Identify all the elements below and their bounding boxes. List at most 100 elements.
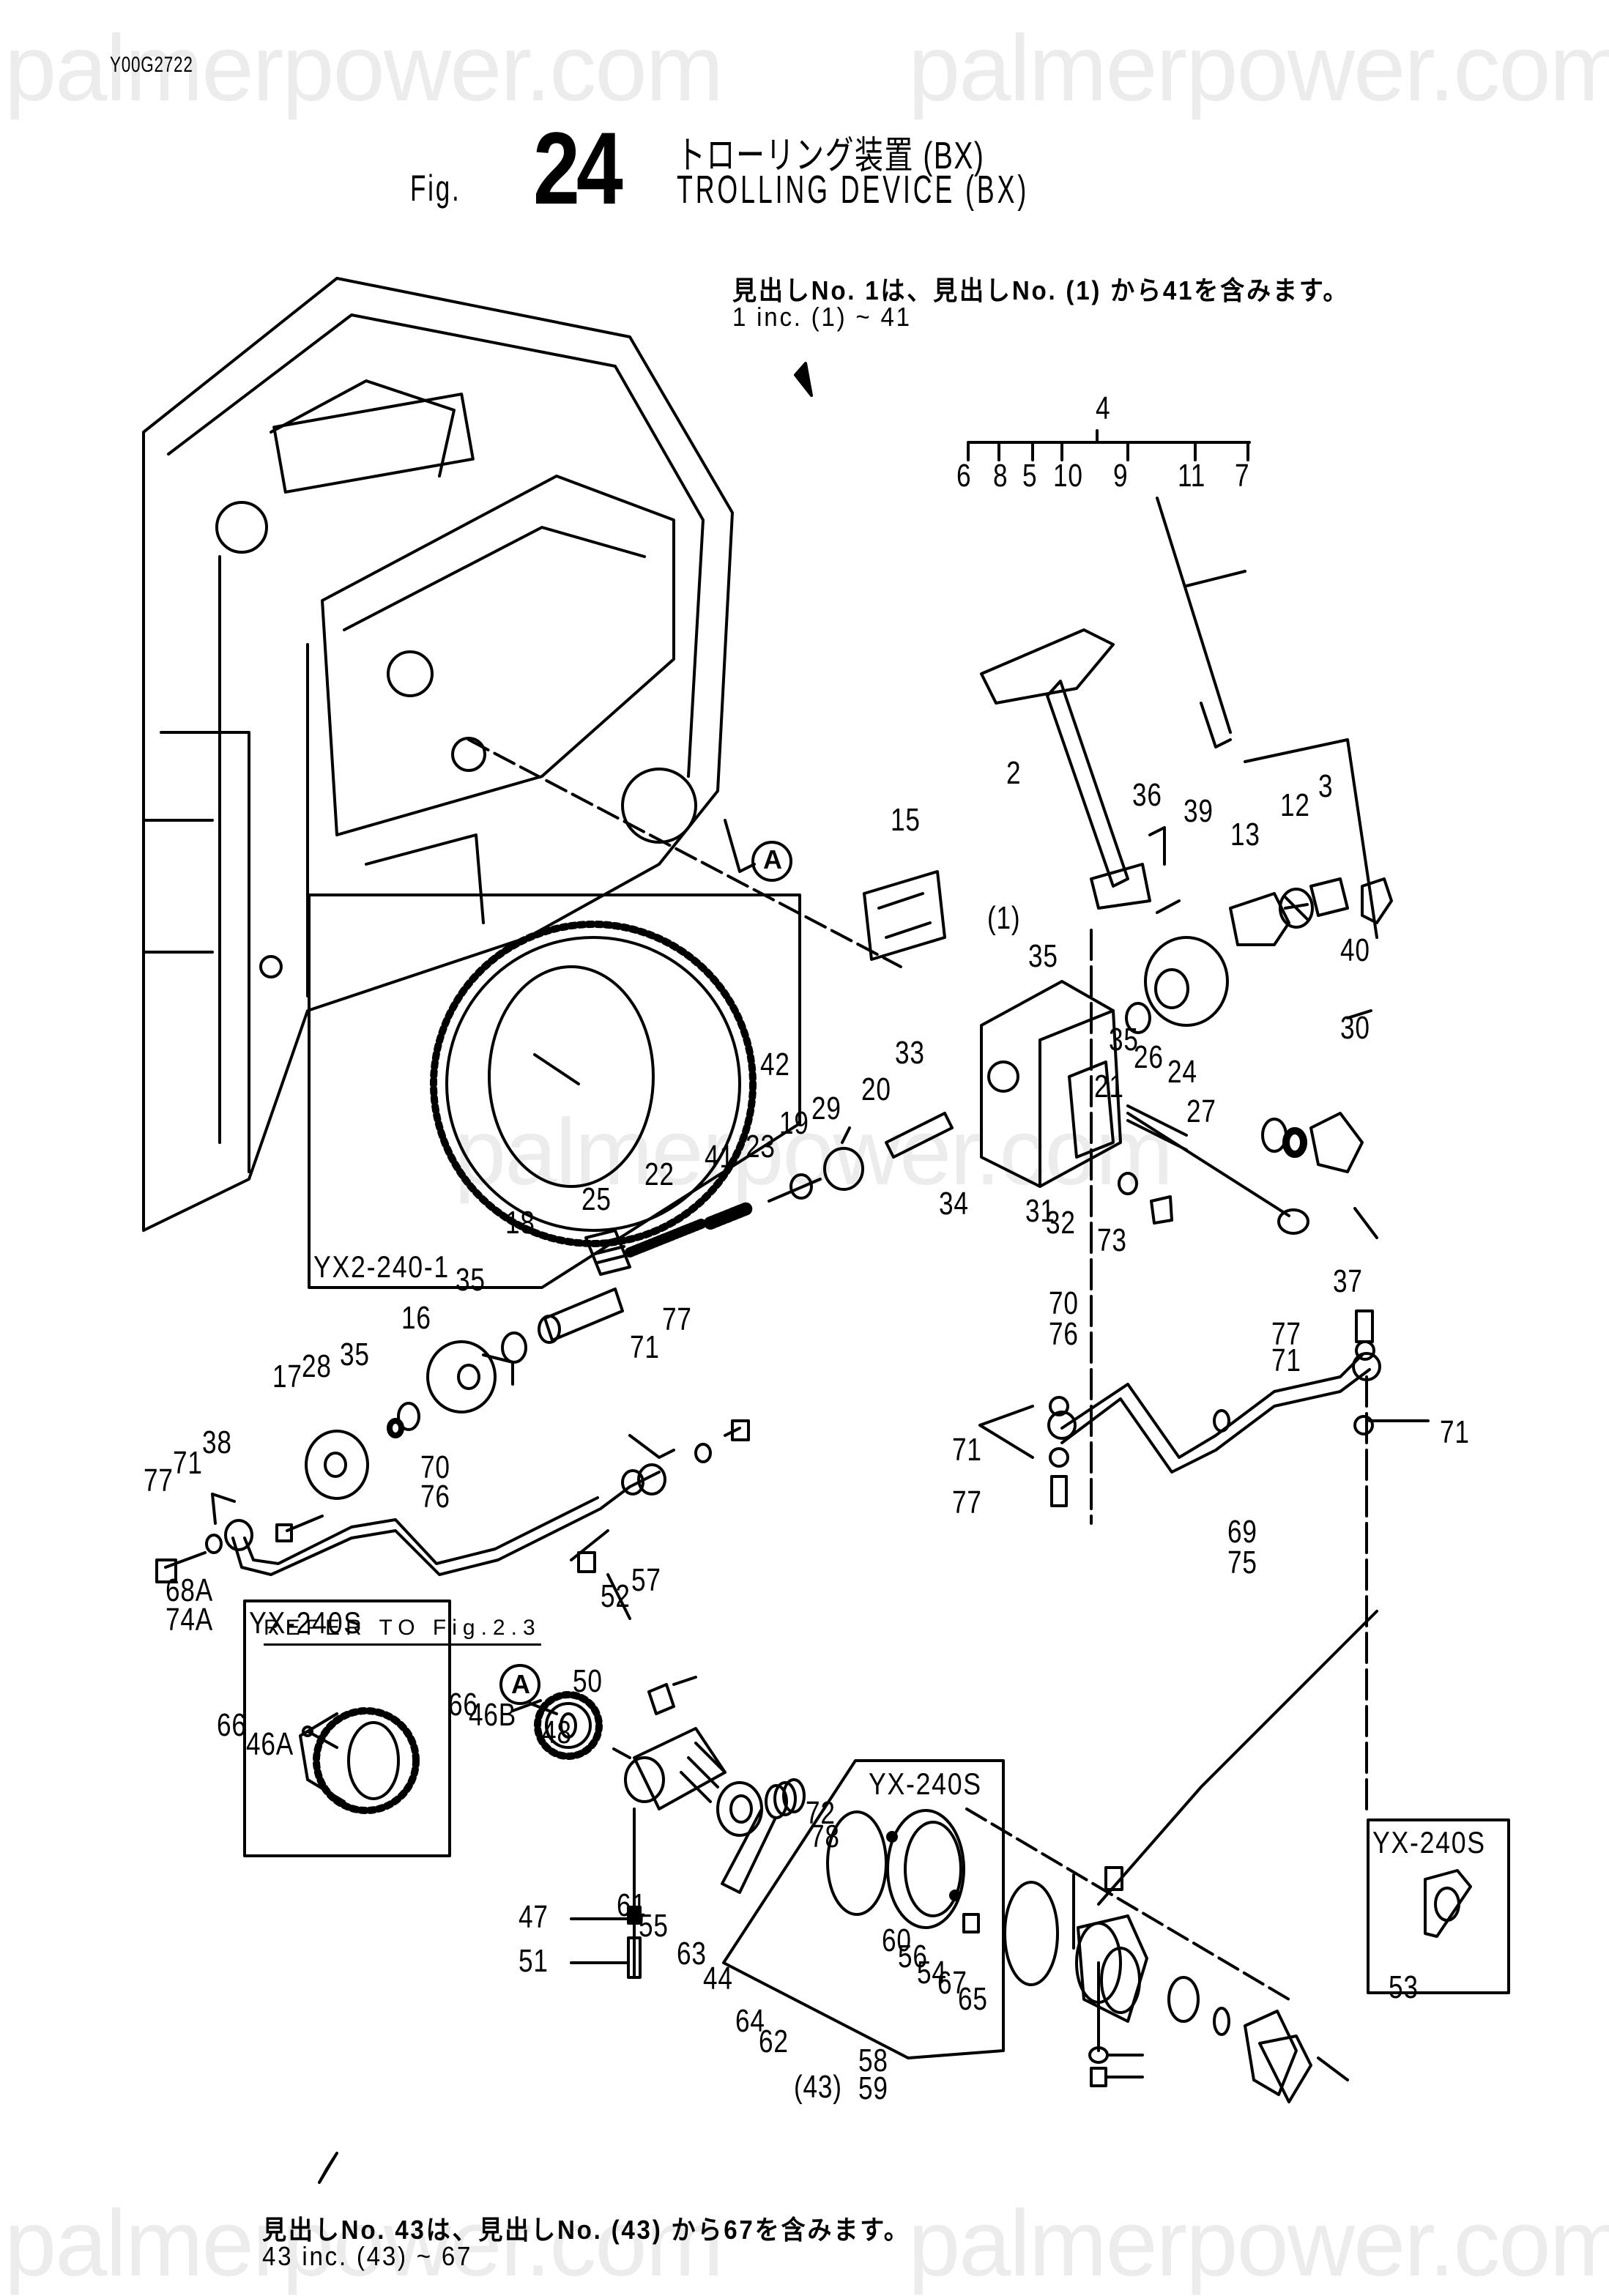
part-callout-16[interactable]: 16 bbox=[401, 1300, 431, 1336]
part-callout-40[interactable]: 40 bbox=[1340, 932, 1370, 968]
part-callout-26[interactable]: 26 bbox=[1134, 1039, 1164, 1075]
part-callout-73[interactable]: 73 bbox=[1097, 1222, 1127, 1258]
part-callout-35[interactable]: 35 bbox=[340, 1337, 370, 1372]
part-callout-3[interactable]: 3 bbox=[1318, 768, 1334, 804]
part-callout-21[interactable]: 21 bbox=[1094, 1069, 1124, 1104]
part-callout-22[interactable]: 22 bbox=[644, 1156, 675, 1192]
part-callout-61[interactable]: 61 bbox=[617, 1887, 647, 1923]
part-callout-15[interactable]: 15 bbox=[891, 802, 921, 838]
part-callout-48[interactable]: 48 bbox=[542, 1714, 572, 1750]
part-callout-69[interactable]: 69 bbox=[1227, 1514, 1257, 1550]
part-callout-70[interactable]: 70 bbox=[420, 1449, 450, 1485]
cover-inset-frame bbox=[722, 1759, 1005, 2059]
part-callout-66[interactable]: 66 bbox=[217, 1707, 247, 1743]
part-callout-30[interactable]: 30 bbox=[1340, 1010, 1370, 1046]
part-callout-29[interactable]: 29 bbox=[811, 1091, 841, 1126]
part-callout-17[interactable]: 17 bbox=[272, 1359, 302, 1394]
part-callout-75[interactable]: 75 bbox=[1227, 1545, 1257, 1580]
part-callout-36[interactable]: 36 bbox=[1132, 777, 1162, 813]
part-callout-2[interactable]: 2 bbox=[1006, 755, 1022, 791]
reference-marker-a-upper: A bbox=[763, 844, 783, 874]
reference-marker-a-lower: A bbox=[511, 1669, 531, 1699]
part-callout-28[interactable]: 28 bbox=[302, 1348, 332, 1384]
gasket-15 bbox=[863, 870, 946, 961]
part-callout-35[interactable]: 35 bbox=[456, 1262, 486, 1298]
part-callout-68A[interactable]: 68A bbox=[166, 1572, 214, 1608]
part-callout-78[interactable]: 78 bbox=[810, 1818, 840, 1854]
part-callout-77[interactable]: 77 bbox=[1271, 1316, 1301, 1352]
part-callout-52[interactable]: 52 bbox=[601, 1578, 631, 1614]
part-callout-23[interactable]: 23 bbox=[746, 1129, 776, 1164]
part-callout-5[interactable]: 5 bbox=[1022, 458, 1038, 494]
part-callout-32[interactable]: 32 bbox=[1046, 1205, 1076, 1241]
o-ring-35d bbox=[397, 1402, 420, 1431]
part-callout-37[interactable]: 37 bbox=[1333, 1263, 1363, 1299]
part-callout-35[interactable]: 35 bbox=[1109, 1022, 1139, 1058]
part-callout-58[interactable]: 58 bbox=[858, 2043, 888, 2078]
part-callout-72[interactable]: 72 bbox=[806, 1795, 836, 1831]
part-callout-77[interactable]: 77 bbox=[662, 1301, 692, 1337]
part-callout-25[interactable]: 25 bbox=[581, 1181, 612, 1217]
part-callout-64[interactable]: 64 bbox=[735, 2003, 765, 2039]
part-callout-24[interactable]: 24 bbox=[1167, 1054, 1197, 1090]
part-callout-77[interactable]: 77 bbox=[952, 1485, 982, 1520]
part-callout-35[interactable]: 35 bbox=[1028, 938, 1058, 974]
part-callout-71[interactable]: 71 bbox=[630, 1329, 660, 1365]
plate-53 bbox=[1424, 1869, 1472, 1938]
part-callout-9[interactable]: 9 bbox=[1113, 458, 1129, 494]
part-callout-12[interactable]: 12 bbox=[1280, 787, 1310, 823]
part-callout-6[interactable]: 6 bbox=[956, 458, 972, 494]
part-callout-46B[interactable]: 46B bbox=[469, 1697, 517, 1733]
part-callout-19[interactable]: 19 bbox=[779, 1105, 809, 1141]
part-callout-46A[interactable]: 46A bbox=[246, 1726, 294, 1762]
roller-19 bbox=[823, 1147, 864, 1191]
part-callout-74A[interactable]: 74A bbox=[166, 1602, 214, 1638]
part-callout-27[interactable]: 27 bbox=[1186, 1093, 1216, 1129]
cover-24 bbox=[1309, 1112, 1364, 1173]
gear-46b bbox=[534, 1691, 603, 1760]
part-callout-62[interactable]: 62 bbox=[759, 2024, 789, 2059]
part-callout-56[interactable]: 56 bbox=[898, 1939, 928, 1974]
part-callout-59[interactable]: 59 bbox=[858, 2070, 888, 2106]
part-callout-54[interactable]: 54 bbox=[917, 1955, 947, 1991]
part-callout-4[interactable]: 4 bbox=[1096, 390, 1111, 426]
part-callout-p1p[interactable]: (1) bbox=[987, 900, 1021, 936]
part-callout-70[interactable]: 70 bbox=[1049, 1285, 1079, 1321]
watermark-top-left: palmerpower.com bbox=[4, 16, 724, 121]
part-callout-44[interactable]: 44 bbox=[703, 1961, 733, 1996]
part-callout-p43p[interactable]: (43) bbox=[794, 2069, 842, 2105]
part-callout-63[interactable]: 63 bbox=[677, 1936, 707, 1972]
part-callout-71[interactable]: 71 bbox=[173, 1445, 203, 1481]
part-callout-77[interactable]: 77 bbox=[144, 1463, 174, 1498]
part-callout-50[interactable]: 50 bbox=[573, 1663, 603, 1699]
part-callout-66[interactable]: 66 bbox=[448, 1687, 478, 1723]
part-callout-8[interactable]: 8 bbox=[993, 458, 1008, 494]
part-callout-34[interactable]: 34 bbox=[939, 1186, 969, 1222]
part-callout-57[interactable]: 57 bbox=[631, 1562, 661, 1598]
part-callout-7[interactable]: 7 bbox=[1235, 458, 1250, 494]
part-callout-18[interactable]: 18 bbox=[505, 1205, 535, 1241]
part-callout-42[interactable]: 42 bbox=[760, 1047, 790, 1082]
part-callout-33[interactable]: 33 bbox=[895, 1035, 925, 1071]
part-callout-13[interactable]: 13 bbox=[1230, 817, 1260, 852]
part-callout-47[interactable]: 47 bbox=[519, 1899, 549, 1935]
part-callout-10[interactable]: 10 bbox=[1053, 458, 1083, 494]
part-callout-67[interactable]: 67 bbox=[937, 1965, 967, 2001]
part-callout-11[interactable]: 11 bbox=[1178, 458, 1206, 494]
part-callout-53[interactable]: 53 bbox=[1389, 1969, 1419, 2005]
part-callout-76[interactable]: 76 bbox=[1049, 1316, 1079, 1352]
part-callout-31[interactable]: 31 bbox=[1025, 1193, 1055, 1229]
part-callout-41[interactable]: 41 bbox=[705, 1139, 735, 1175]
part-callout-71[interactable]: 71 bbox=[952, 1432, 982, 1468]
group-pointer-arrow-top bbox=[794, 362, 813, 397]
part-callout-39[interactable]: 39 bbox=[1183, 793, 1214, 829]
part-callout-51[interactable]: 51 bbox=[519, 1943, 549, 1979]
part-callout-38[interactable]: 38 bbox=[202, 1424, 232, 1460]
part-callout-76[interactable]: 76 bbox=[420, 1479, 450, 1515]
part-callout-55[interactable]: 55 bbox=[639, 1908, 669, 1944]
part-callout-71[interactable]: 71 bbox=[1440, 1414, 1470, 1450]
part-callout-20[interactable]: 20 bbox=[861, 1071, 891, 1107]
part-callout-60[interactable]: 60 bbox=[882, 1922, 912, 1958]
part-callout-65[interactable]: 65 bbox=[958, 1981, 988, 2017]
part-callout-71[interactable]: 71 bbox=[1271, 1342, 1301, 1378]
